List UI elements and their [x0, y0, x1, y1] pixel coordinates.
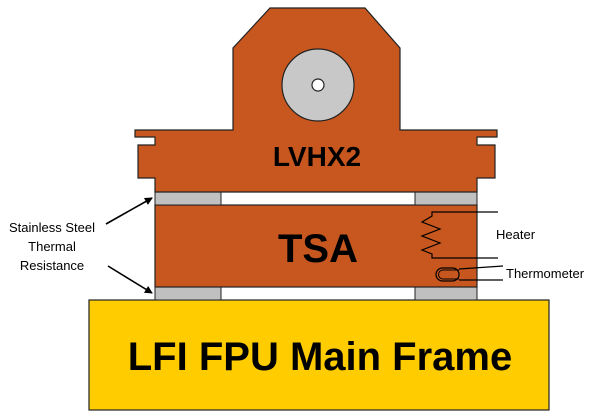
tsa-block [154, 204, 478, 288]
heater-element [420, 211, 498, 259]
steel-spacer-top-left [154, 191, 222, 206]
thermometer-sensor [435, 265, 504, 282]
resistance-label-line2: Thermal [28, 239, 76, 254]
steel-spacer-bottom-right [414, 286, 478, 301]
heater-label: Heater [496, 227, 536, 242]
arrow-to-top-spacer [105, 197, 153, 225]
main-frame-block [88, 299, 550, 411]
resistance-label-line1: Stainless Steel [9, 220, 95, 235]
steel-spacer-bottom-left [154, 286, 222, 301]
pivot-hole [311, 78, 325, 92]
resistance-label-line3: Resistance [20, 258, 84, 273]
main-frame-label: LFI FPU Main Frame [128, 335, 513, 379]
steel-spacer-top-right [414, 191, 478, 206]
arrow-to-bottom-spacer [107, 265, 153, 294]
thermometer-label: Thermometer [506, 266, 585, 281]
tsa-label: TSA [278, 227, 358, 271]
lvhx2-label: LVHX2 [273, 141, 361, 172]
